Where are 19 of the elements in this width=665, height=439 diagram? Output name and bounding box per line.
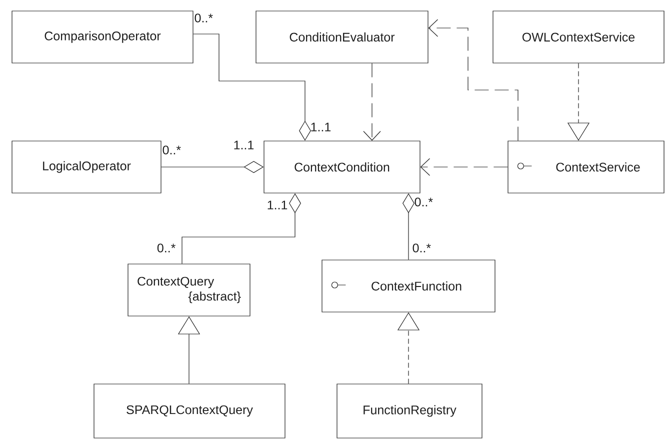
multiplicity-label: 0..* bbox=[194, 14, 213, 22]
class-box: ContextFunction bbox=[322, 260, 496, 312]
multiplicity-label: 1..1 bbox=[268, 200, 288, 210]
connector bbox=[363, 63, 381, 141]
class-box: FunctionRegistry bbox=[336, 384, 482, 438]
multiplicity-label: 0..* bbox=[412, 244, 431, 252]
class-box: LogicalOperator bbox=[12, 140, 162, 194]
multiplicity-label: 0..* bbox=[157, 244, 176, 252]
class-box: SPARQLContextQuery bbox=[94, 384, 286, 438]
class-box: ConditionEvaluator bbox=[256, 10, 428, 64]
class-box: ComparisonOperator bbox=[12, 10, 194, 64]
connector bbox=[420, 158, 508, 176]
connector bbox=[428, 19, 518, 141]
multiplicity-label: 0..* bbox=[414, 198, 433, 206]
class-box: OWLContextService bbox=[492, 10, 664, 64]
multiplicity-label: 1..1 bbox=[311, 122, 331, 132]
class-box: ContextService bbox=[508, 140, 664, 194]
class-box: ContextCondition bbox=[264, 140, 420, 194]
class-box: ContextQuery {abstract} bbox=[128, 264, 250, 316]
